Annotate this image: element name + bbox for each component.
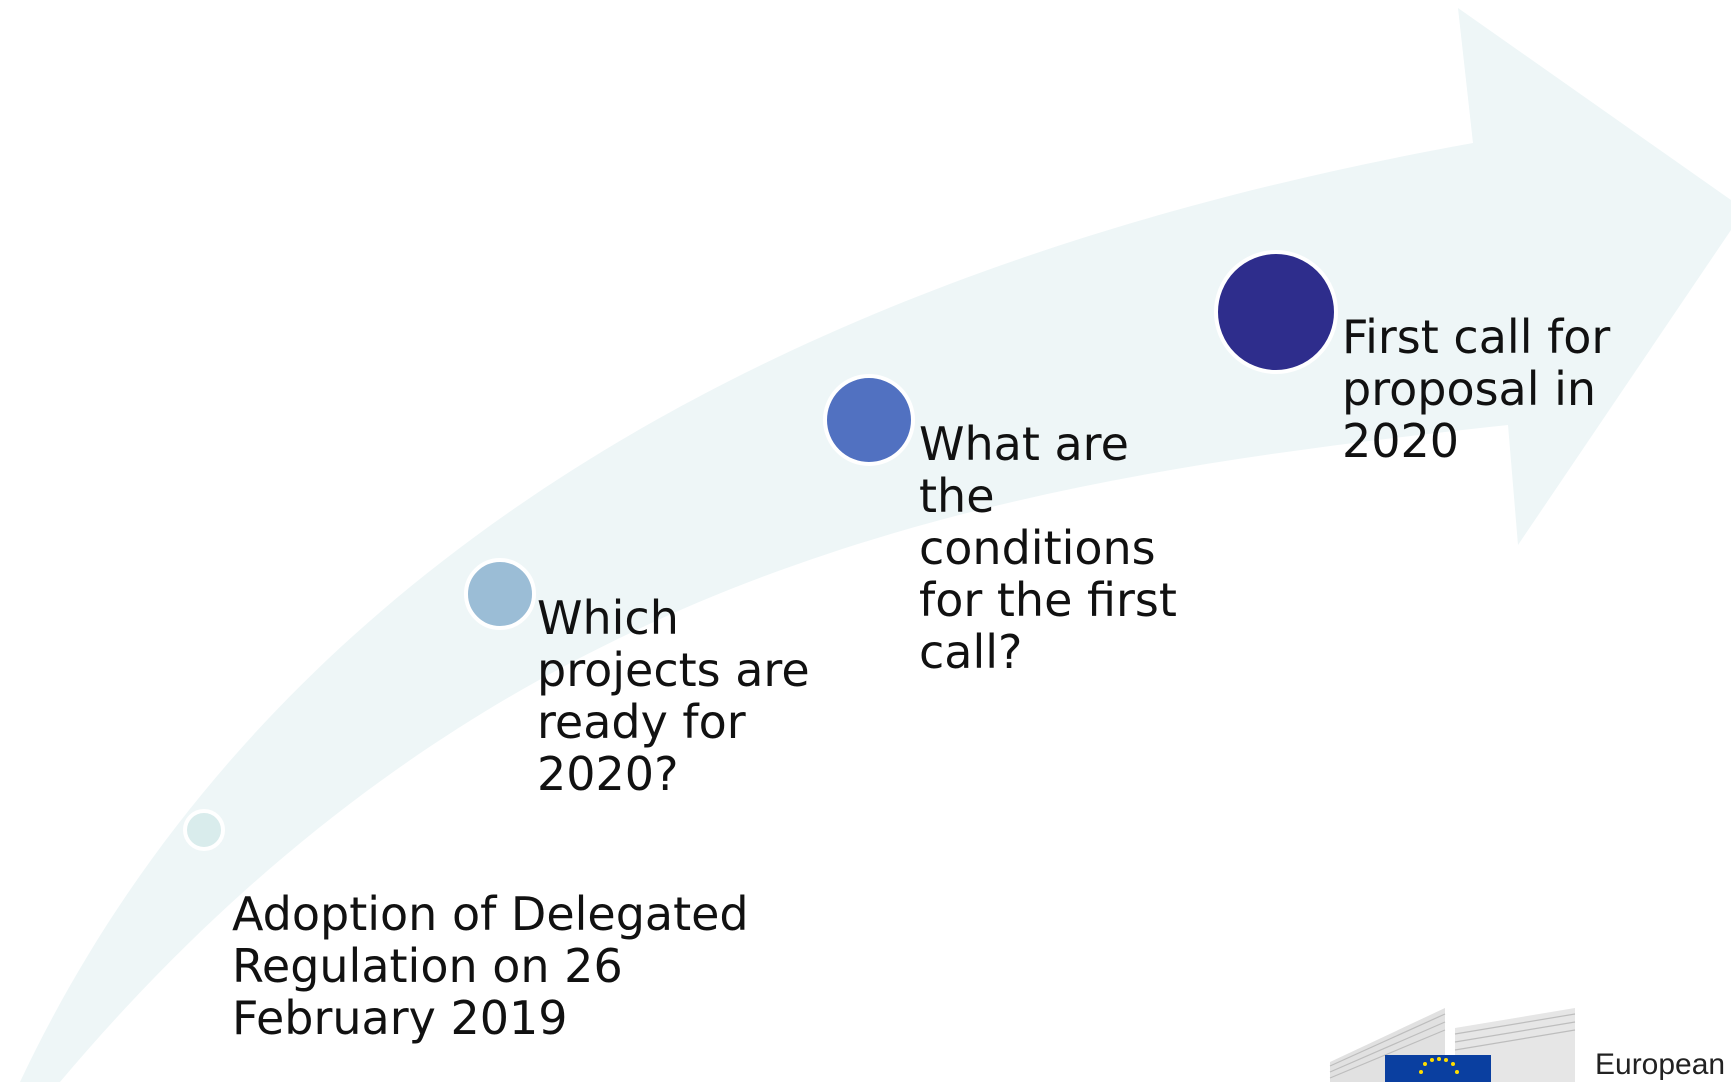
milestone-label-projects-ready: Which projects are ready for 2020? [537,591,810,801]
eu-stars [1419,1057,1459,1074]
milestone-label-conditions: What are the conditions for the first ca… [919,417,1177,679]
milestone-dot-4 [1214,250,1338,374]
logo-text: European [1595,1048,1726,1081]
milestone-dot-3 [823,374,915,466]
milestone-label-adoption: Adoption of Delegated Regulation on 26 F… [232,887,749,1045]
commission-building-icon [1329,1008,1576,1082]
milestone-label-first-call: First call for proposal in 2020 [1342,310,1611,468]
milestone-dot-1 [183,809,225,851]
european-commission-logo: European [1325,1000,1731,1082]
milestone-dot-2 [464,558,536,630]
